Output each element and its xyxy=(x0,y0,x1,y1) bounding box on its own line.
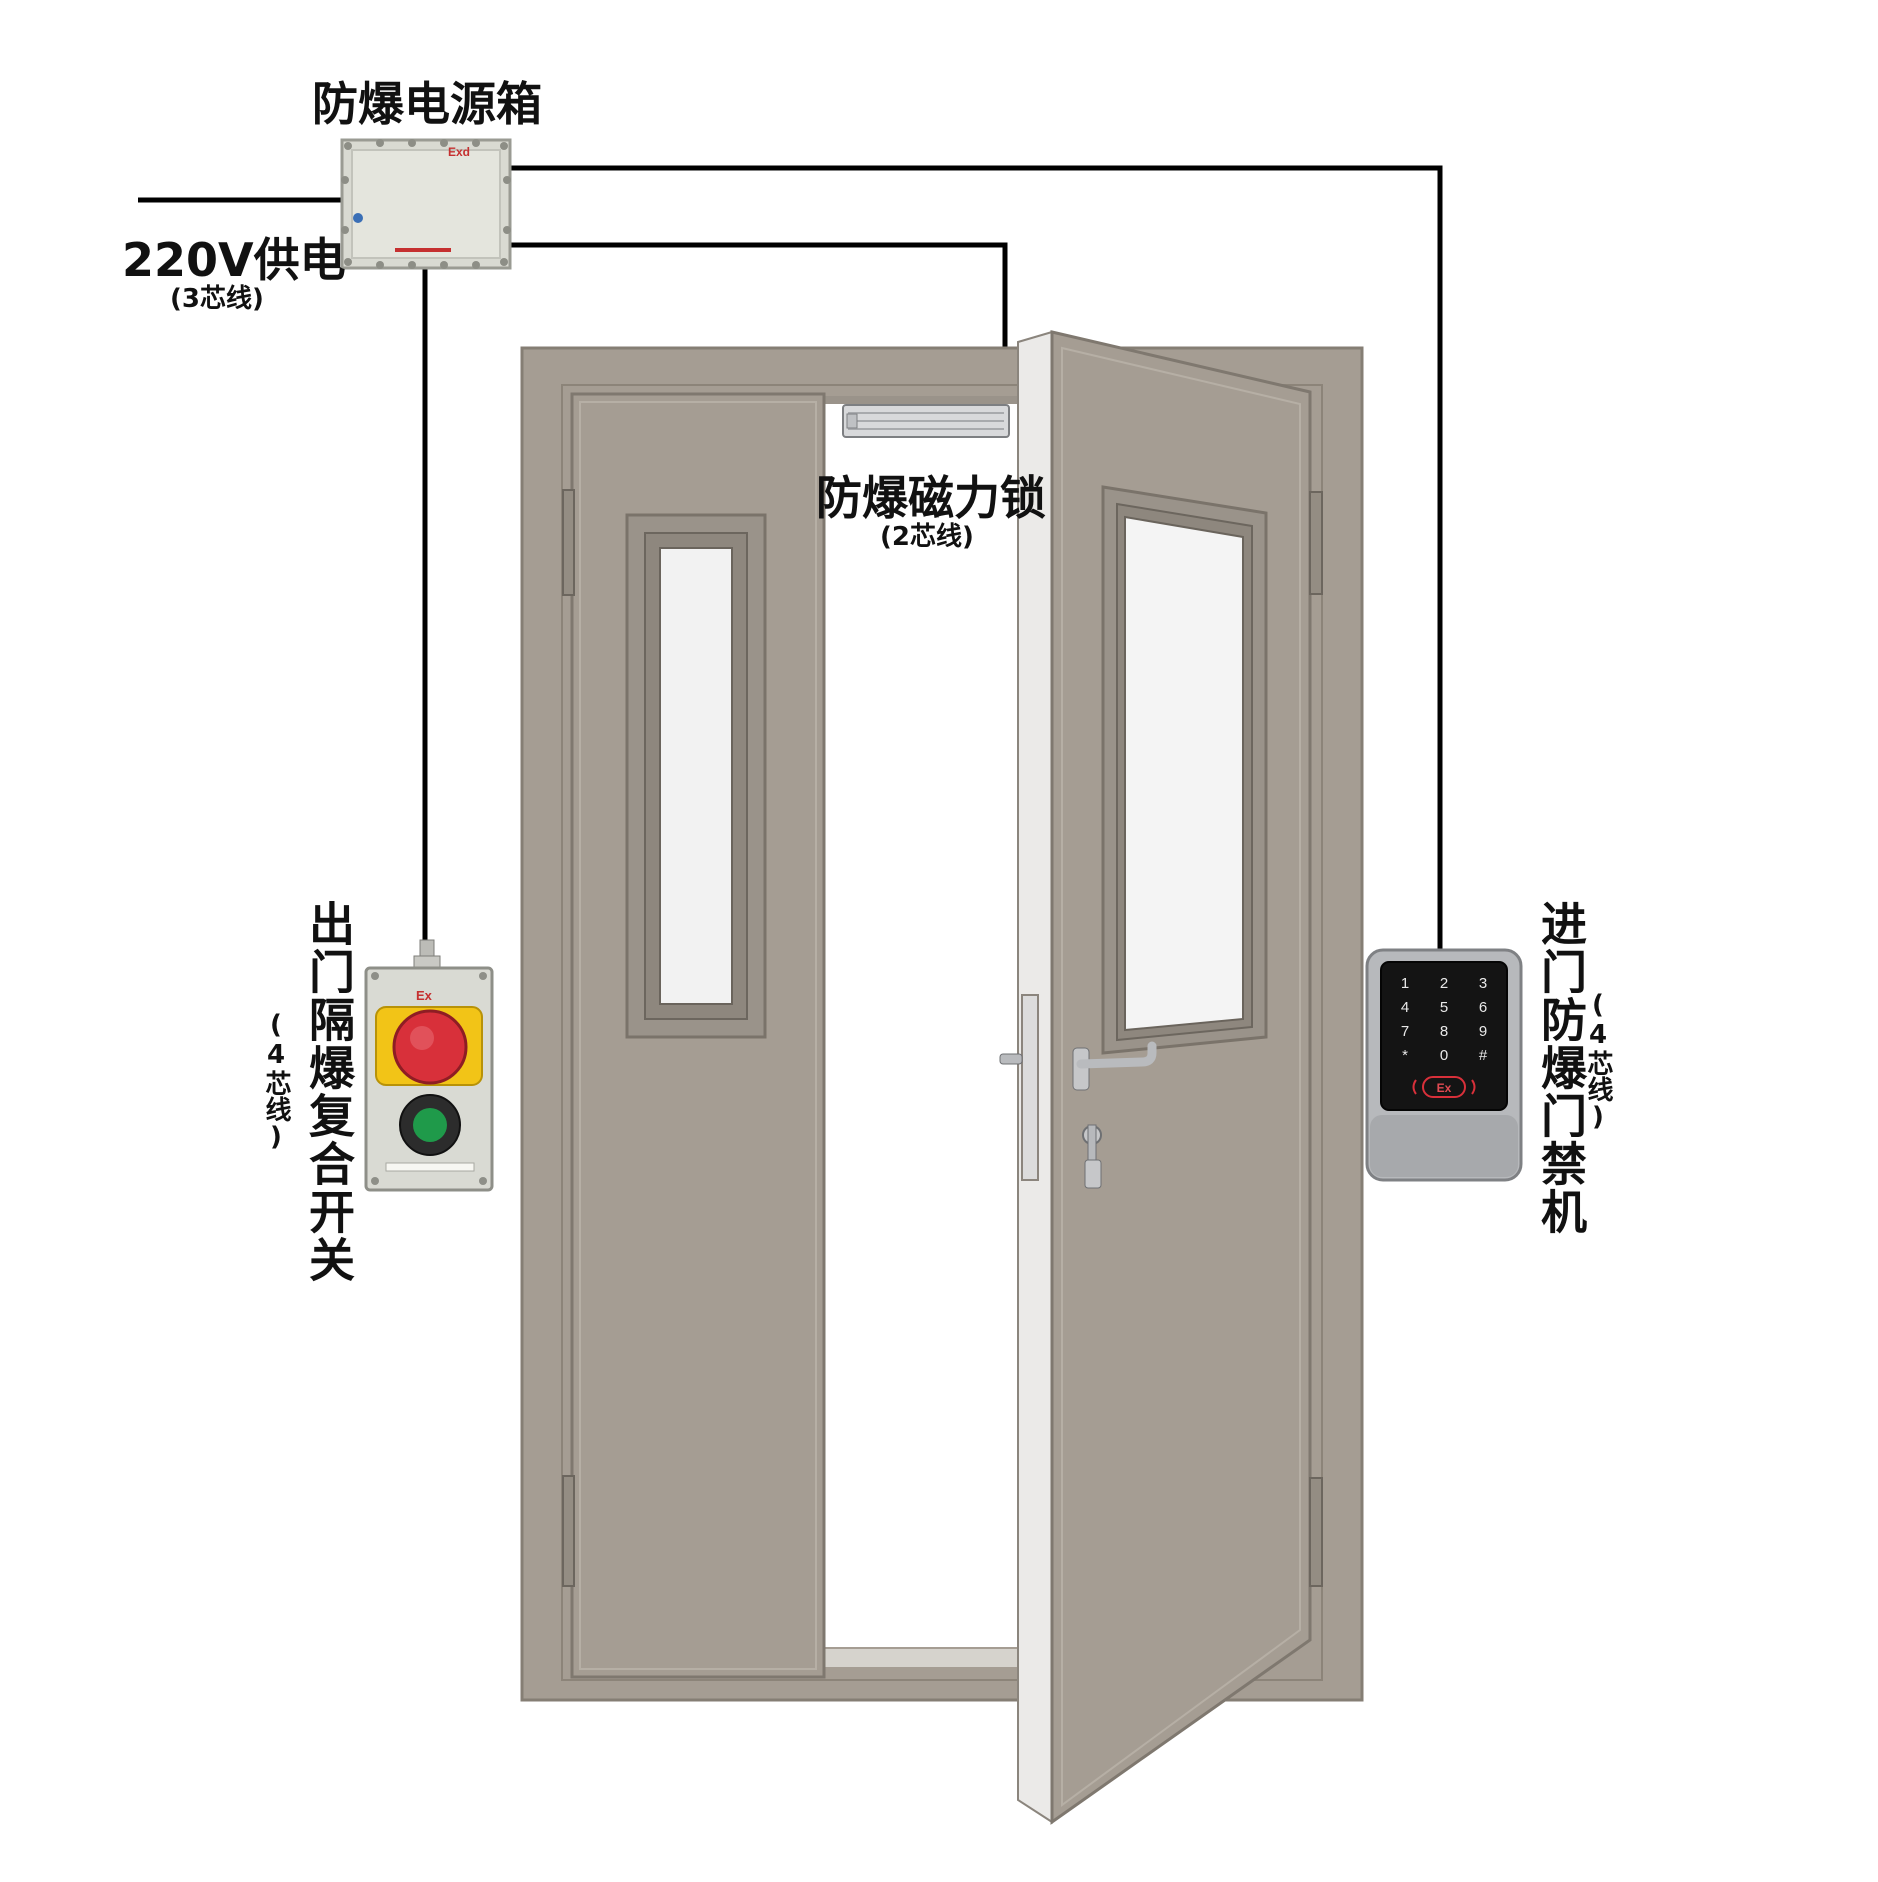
power-box-emblem-icon xyxy=(353,213,363,223)
explosion-proof-power-box: Exd xyxy=(340,138,512,270)
door-opening xyxy=(823,396,1025,1669)
wires xyxy=(138,165,1443,952)
key-star[interactable]: * xyxy=(1402,1047,1408,1064)
right-hinge-top xyxy=(1309,491,1323,595)
access-control-keypad: 1 2 3 4 5 6 7 8 9 * 0 # Ex xyxy=(1365,948,1523,1182)
power-box-label: 防爆电源箱 xyxy=(312,77,542,131)
keypad-ex-mark: Ex xyxy=(1437,1081,1452,1095)
power-supply-cores-label: (3芯线) xyxy=(170,284,264,314)
right-hinge-bottom xyxy=(1309,1477,1323,1587)
key-1[interactable]: 1 xyxy=(1401,975,1409,992)
exit-switch-label: 出门隔爆复合开关 xyxy=(302,900,356,1284)
access-control-cores-label: (4芯线) xyxy=(1583,990,1613,1132)
key-hash[interactable]: # xyxy=(1479,1047,1488,1064)
mag-lock-label: 防爆磁力锁 xyxy=(816,471,1046,525)
exit-switch-cores-label: (4芯线) xyxy=(261,1010,291,1152)
rfid-reader-icon xyxy=(1422,1076,1466,1098)
left-hinge-bottom xyxy=(562,1475,575,1587)
key-5[interactable]: 5 xyxy=(1440,999,1448,1016)
door-handle xyxy=(999,1041,1157,1091)
key-7[interactable]: 7 xyxy=(1401,1023,1409,1040)
key-9[interactable]: 9 xyxy=(1479,1023,1487,1040)
door-lock-faceplate xyxy=(1021,994,1039,1181)
key-2[interactable]: 2 xyxy=(1440,975,1448,992)
mag-lock-cores-label: (2芯线) xyxy=(880,522,974,552)
left-door-leaf xyxy=(562,392,826,1679)
magnetic-lock xyxy=(842,404,1010,438)
switch-ex-tag: Ex xyxy=(416,988,433,1003)
left-hinge-top xyxy=(562,489,575,596)
key-3[interactable]: 3 xyxy=(1479,975,1487,992)
key-8[interactable]: 8 xyxy=(1440,1023,1448,1040)
key-0[interactable]: 0 xyxy=(1440,1047,1448,1064)
key-4[interactable]: 4 xyxy=(1401,999,1409,1016)
key-cylinder-icon xyxy=(1082,1124,1102,1189)
power-box-exd-tag: Exd xyxy=(448,145,470,159)
emergency-stop-button[interactable] xyxy=(392,1009,468,1085)
right-door-leaf-open xyxy=(999,330,1323,1825)
access-control-label: 进门防爆门禁机 xyxy=(1534,900,1588,1236)
power-supply-label: 220V供电 xyxy=(122,233,346,287)
wire-to-access-control xyxy=(505,165,1443,950)
exit-switch-box: Ex xyxy=(364,939,494,1192)
key-6[interactable]: 6 xyxy=(1479,999,1487,1016)
